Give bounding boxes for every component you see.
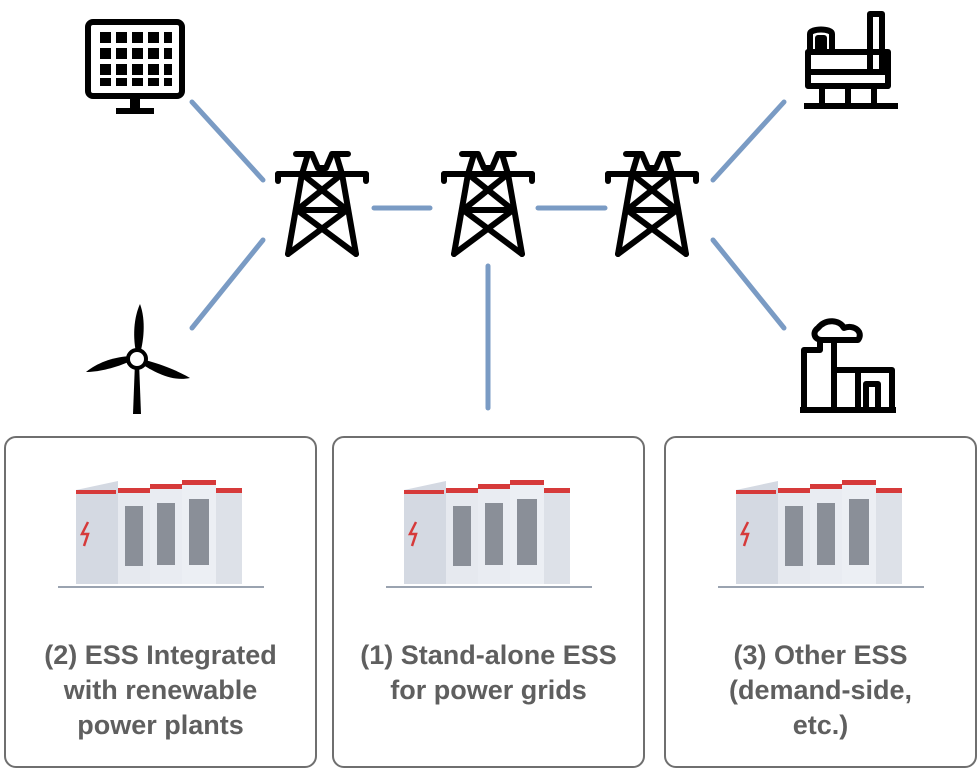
- transmission-tower-icon-right: [608, 154, 696, 254]
- battery-storage-cabinet-icon: [385, 478, 592, 589]
- panel-renewable: (2) ESS Integrated with renewable power …: [4, 436, 317, 768]
- factory-icon: [800, 318, 896, 413]
- connector-solar-tower: [189, 99, 266, 183]
- battery-storage-cabinet-icon: [717, 478, 924, 589]
- panel-other: (3) Other ESS (demand-side, etc.): [664, 436, 977, 768]
- panel-standalone-label: (1) Stand-alone ESS for power grids: [360, 640, 617, 705]
- panel-renewable-label: (2) ESS Integrated with renewable power …: [44, 640, 277, 740]
- offshore-platform-icon: [804, 11, 898, 109]
- battery-storage-cabinet-icon: [57, 478, 264, 589]
- panel-standalone: (1) Stand-alone ESS for power grids: [332, 436, 645, 768]
- transmission-tower-icon-center: [444, 154, 532, 254]
- transmission-tower-icon-left: [278, 154, 366, 254]
- connector-wind-tower: [189, 237, 266, 331]
- connector-tower-factory: [710, 237, 787, 331]
- connector-tower-offshore: [710, 99, 787, 183]
- panel-other-label: (3) Other ESS (demand-side, etc.): [728, 640, 913, 740]
- solar-panel-icon: [85, 19, 185, 114]
- wind-turbine-icon: [86, 304, 190, 414]
- grid-connectors: [189, 99, 787, 411]
